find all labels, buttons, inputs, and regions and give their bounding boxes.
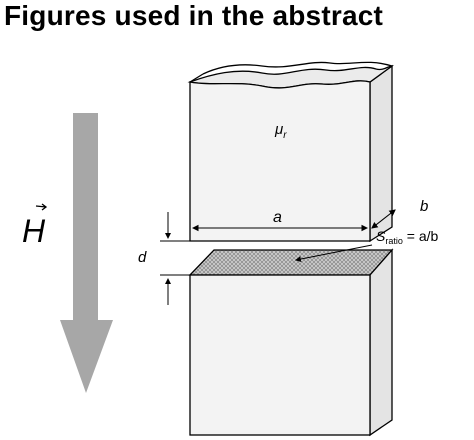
field-label: H <box>22 213 46 249</box>
field-vector-arrow <box>35 203 48 211</box>
lower-magnet-block <box>189 248 393 437</box>
upper-magnet-block <box>187 61 395 243</box>
gap-cross-section <box>188 249 394 276</box>
gap-label: d <box>138 249 147 266</box>
depth-dimension-line <box>371 209 396 229</box>
width-label: a <box>273 209 282 226</box>
permeability-label: μr <box>274 121 287 141</box>
ratio-label: Sratio = a/b <box>376 228 438 246</box>
page-title: Figures used in the abstract <box>4 0 384 31</box>
ratio-pointer-line <box>295 244 373 262</box>
depth-label: b <box>420 198 428 215</box>
field-direction-arrow <box>60 113 113 393</box>
